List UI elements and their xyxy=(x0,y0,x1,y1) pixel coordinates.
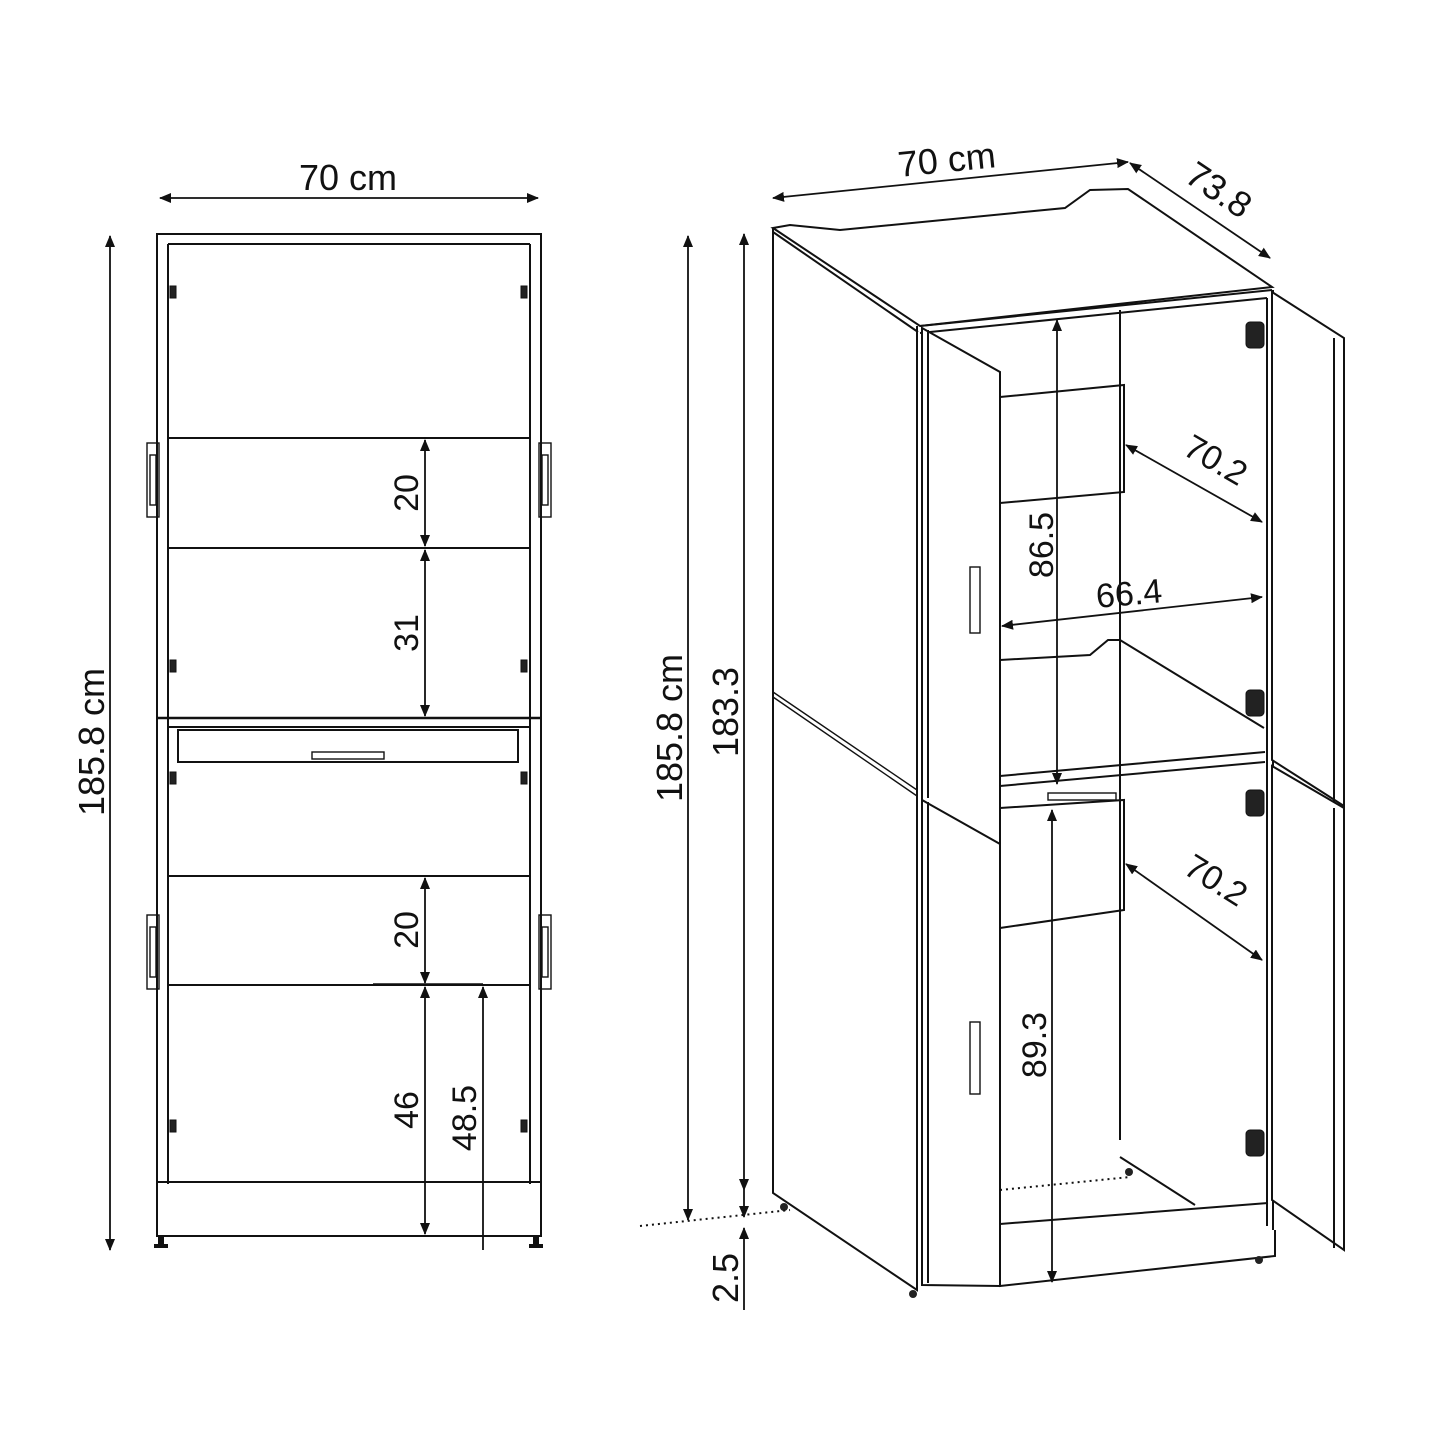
iso-width-label: 70 cm xyxy=(896,134,998,185)
hinge-icons xyxy=(169,285,528,1133)
door-handle-icons xyxy=(969,566,981,1095)
upper-inner-width-label: 66.4 xyxy=(1094,572,1163,616)
cabinet-outer-frame xyxy=(156,233,542,1237)
iso-height-label: 185.8 cm xyxy=(649,654,690,802)
left-side-panel xyxy=(772,228,918,1292)
feet-icons xyxy=(154,1236,543,1248)
lower-left-door xyxy=(921,798,1001,1288)
upper-right-door xyxy=(1271,290,1345,808)
upper-shelf-label: 31 xyxy=(388,614,426,652)
upper-inner-height-label: 86.5 xyxy=(1023,512,1061,578)
upper-inner-depth-label: 70.2 xyxy=(1177,427,1253,493)
lower-gap-label: 20 xyxy=(388,911,426,949)
iso-body-height-label: 183.3 xyxy=(705,667,746,757)
front-width-label: 70 cm xyxy=(299,157,397,198)
upper-gap-label: 20 xyxy=(388,474,426,512)
upper-back-rail xyxy=(999,383,1125,504)
iso-leg-height-label: 2.5 xyxy=(705,1253,746,1303)
isometric-view: 70 cm 73.8 xyxy=(639,134,1345,1310)
front-height-label: 185.8 cm xyxy=(71,668,112,816)
lower-total-label: 48.5 xyxy=(446,1085,484,1151)
middle-drawer xyxy=(999,798,1125,929)
drawer-handle-icon xyxy=(311,751,385,760)
hinge-icons xyxy=(1245,321,1265,1157)
iso-depth-label: 73.8 xyxy=(1178,153,1259,226)
upper-left-door xyxy=(921,326,1001,850)
lower-inner-height-label: 89.3 xyxy=(1016,1012,1054,1078)
iso-depth-dimension-line xyxy=(1129,162,1271,259)
front-view: 70 cm 185.8 cm xyxy=(71,157,552,1251)
lower-inner-depth-label: 70.2 xyxy=(1178,847,1254,914)
side-handle-icons xyxy=(146,442,552,990)
iso-width-dimension-line xyxy=(772,158,1129,202)
lower-space-label: 46 xyxy=(388,1091,426,1129)
lower-right-door xyxy=(1271,764,1345,1252)
drawer-handle-icon xyxy=(1047,792,1117,801)
feet-icons xyxy=(780,1168,1263,1298)
drawer-front xyxy=(177,729,519,763)
